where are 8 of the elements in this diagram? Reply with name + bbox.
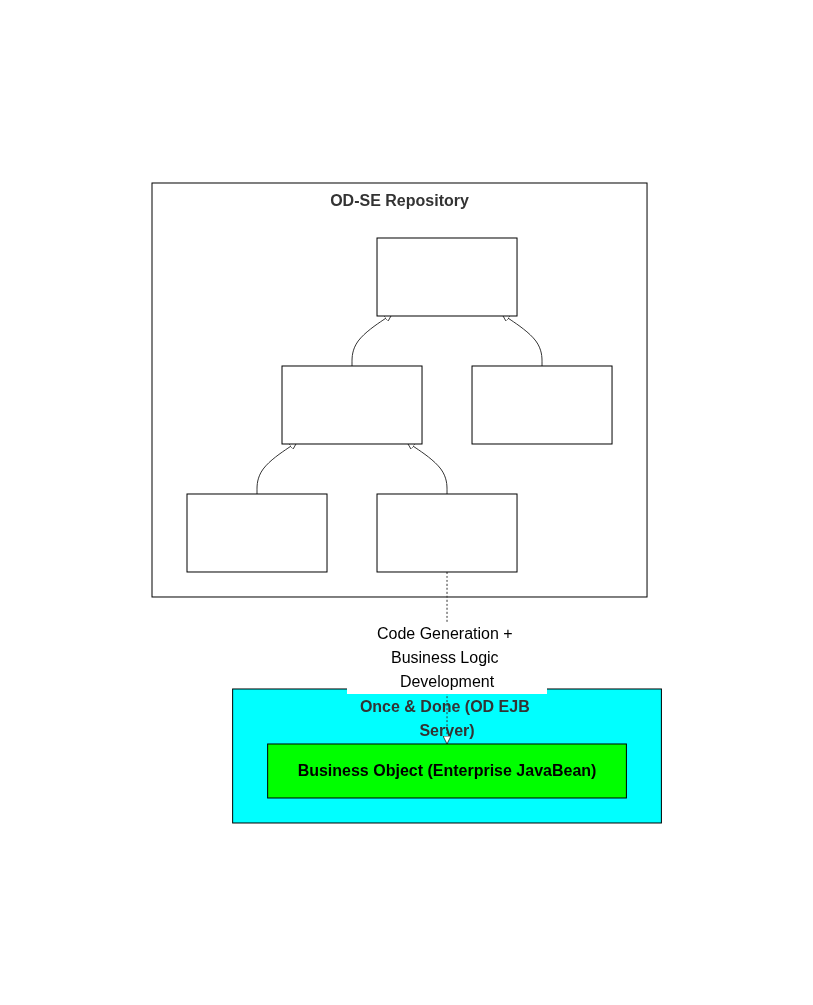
node-box bbox=[376, 493, 518, 572]
node-box bbox=[281, 365, 423, 444]
cluster: OD-SE Repository bbox=[151, 182, 648, 597]
node-box bbox=[471, 365, 613, 444]
node-box bbox=[376, 237, 518, 316]
node-box bbox=[186, 493, 328, 572]
edge-label: Code Generation + Business Logic Development bbox=[376, 624, 513, 690]
node-box: Business Object (Enterprise JavaBean) bbox=[266, 743, 627, 798]
